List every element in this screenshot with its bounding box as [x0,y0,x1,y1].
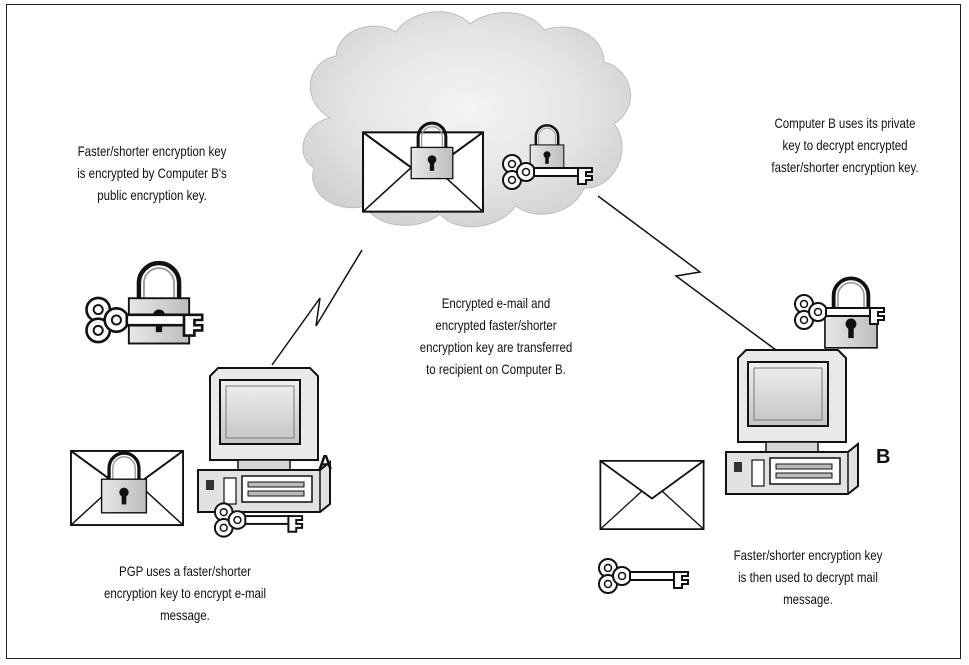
diagram-frame [6,4,961,659]
right-envelope-icon [599,460,705,530]
left-padlock-icon [129,263,189,343]
computer-a-label: A [318,452,333,474]
computer-a-icon [197,367,331,513]
caption-bottom-right: Faster/shorter encryption key is then us… [733,547,883,607]
computer-b-icon [725,349,859,495]
caption-top-left: Faster/shorter encryption key is encrypt… [77,143,227,203]
right-loose-key-icon [598,558,689,594]
computer-b-label: B [876,446,891,468]
lightning-link-a-icon [271,249,363,366]
caption-center: Encrypted e-mail and encrypted faster/sh… [419,295,573,377]
caption-top-right: Computer B uses its private key to decry… [771,115,919,175]
lightning-link-b-icon [597,195,777,351]
caption-bottom-left: PGP uses a faster/shorter encryption key… [103,563,267,623]
